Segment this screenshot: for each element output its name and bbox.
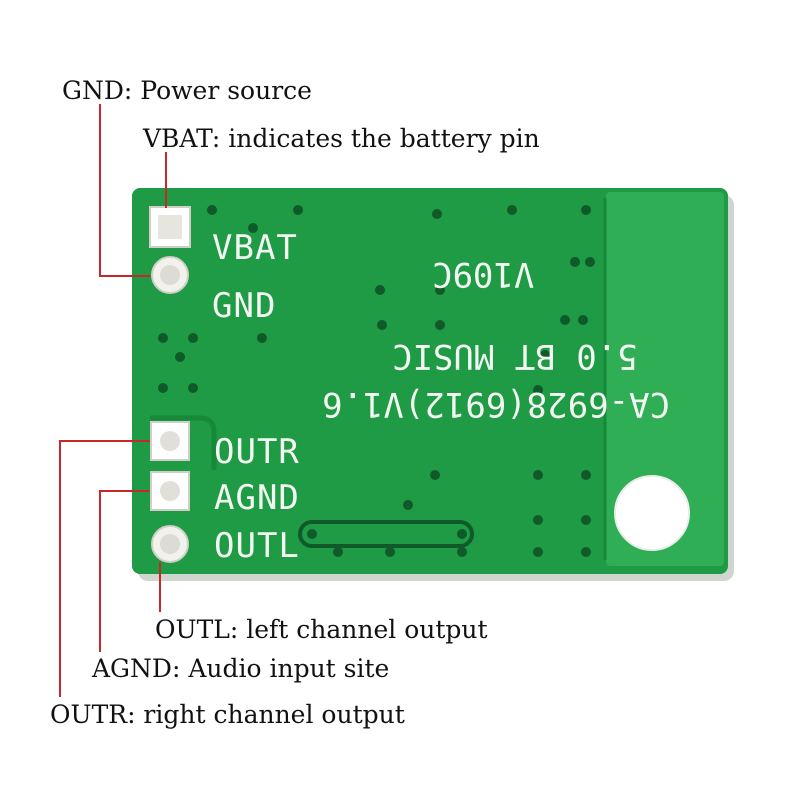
callout-vbat: VBAT: indicates the battery pin <box>143 124 540 153</box>
via <box>581 515 591 525</box>
via <box>585 257 595 267</box>
via <box>158 383 168 393</box>
via-group <box>158 205 595 557</box>
via <box>175 352 185 362</box>
via <box>560 315 570 325</box>
via <box>333 547 343 557</box>
pcb-board <box>132 188 728 574</box>
via <box>435 320 445 330</box>
silk-gnd: GND <box>212 286 277 326</box>
via <box>188 333 198 343</box>
via <box>533 470 543 480</box>
silk-outr: OUTR <box>214 432 300 472</box>
pad-outr <box>150 421 190 461</box>
silk-version: V109C <box>432 254 535 294</box>
via <box>307 529 317 539</box>
callout-agnd: AGND: Audio input site <box>92 654 390 683</box>
via <box>581 470 591 480</box>
via <box>432 209 442 219</box>
pad-outl <box>151 525 189 563</box>
via <box>375 285 385 295</box>
silk-bt-music: 5.0 BT MUSIC <box>392 336 638 376</box>
silk-outl: OUTL <box>214 526 300 566</box>
via <box>581 547 591 557</box>
via <box>435 285 445 295</box>
leader-line-gnd <box>99 104 150 277</box>
via <box>403 500 413 510</box>
via <box>457 529 467 539</box>
via <box>158 333 168 343</box>
via <box>540 350 550 360</box>
via <box>570 257 580 267</box>
mounting-hole <box>614 475 690 551</box>
via <box>430 470 440 480</box>
leader-line-outr <box>59 440 150 697</box>
leader-line-agnd <box>99 490 150 652</box>
silk-model: CA-6928(6912)V1.6 <box>322 384 670 424</box>
via <box>377 320 387 330</box>
via <box>581 205 591 215</box>
callout-gnd: GND: Power source <box>62 76 312 105</box>
via <box>507 205 517 215</box>
via <box>457 547 467 557</box>
pad-agnd <box>150 471 190 511</box>
pad-gnd <box>151 256 189 294</box>
via <box>385 547 395 557</box>
pad-vbat <box>149 206 191 248</box>
via <box>188 383 198 393</box>
callout-outl: OUTL: left channel output <box>155 615 488 644</box>
via <box>257 333 267 343</box>
via <box>248 223 258 233</box>
via <box>293 205 303 215</box>
silk-vbat: VBAT <box>212 228 298 268</box>
via <box>207 205 217 215</box>
antenna-area <box>606 192 724 566</box>
silk-agnd: AGND <box>214 478 300 518</box>
via <box>578 315 588 325</box>
via <box>533 515 543 525</box>
via <box>533 385 543 395</box>
board-trace <box>150 415 217 470</box>
via <box>533 547 543 557</box>
leader-lines <box>59 104 167 697</box>
callout-outr: OUTR: right channel output <box>50 700 405 729</box>
slot-pad <box>298 520 474 548</box>
